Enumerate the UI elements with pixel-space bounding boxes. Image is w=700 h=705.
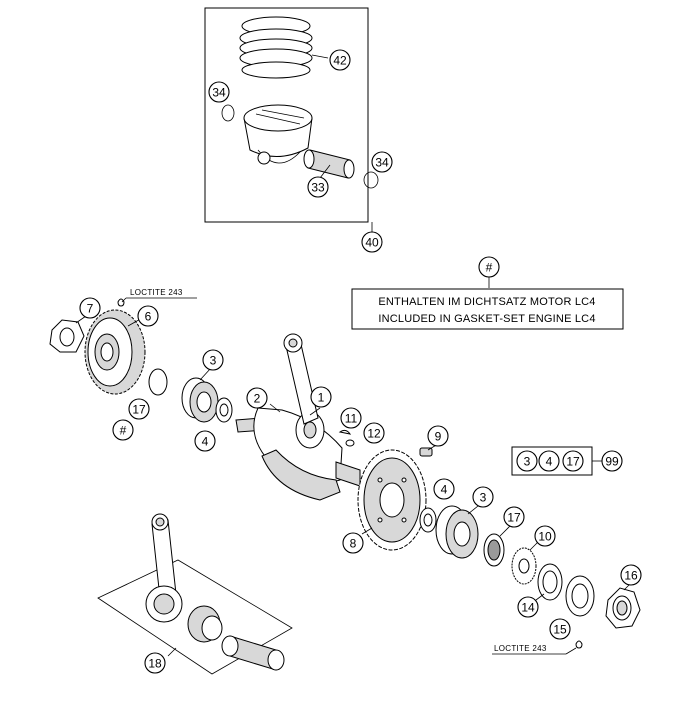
svg-text:LOCTITE 243: LOCTITE 243 xyxy=(130,288,183,297)
piston-rings xyxy=(239,16,329,79)
svg-text:4: 4 xyxy=(546,455,553,469)
callout-15: 15 xyxy=(549,618,571,640)
bearing-3-right xyxy=(435,505,479,559)
svg-text:6: 6 xyxy=(145,310,152,324)
callout-4-left: 4 xyxy=(194,430,216,452)
crankshaft xyxy=(235,403,361,501)
note-line-en: INCLUDED IN GASKET-SET ENGINE LC4 xyxy=(378,313,595,325)
callout-99: 99 xyxy=(601,450,623,472)
svg-text:12: 12 xyxy=(367,427,381,441)
bearing-3-left xyxy=(181,367,219,423)
circlip-left xyxy=(221,104,235,122)
washer-left xyxy=(148,368,168,396)
piston-pin xyxy=(303,149,355,179)
callout-6: 6 xyxy=(137,305,159,327)
svg-text:4: 4 xyxy=(202,435,209,449)
gear-10 xyxy=(511,539,541,585)
svg-text:#: # xyxy=(486,261,493,275)
svg-text:18: 18 xyxy=(148,657,162,671)
svg-text:17: 17 xyxy=(132,403,146,417)
svg-text:1: 1 xyxy=(318,391,325,405)
callout-11: 11 xyxy=(340,407,362,429)
svg-text:34: 34 xyxy=(375,156,389,170)
loctite-drop-bottom xyxy=(575,640,583,649)
svg-text:8: 8 xyxy=(350,537,357,551)
callout-16: 16 xyxy=(620,564,642,586)
svg-text:99: 99 xyxy=(605,455,619,469)
washer-14 xyxy=(535,563,563,601)
svg-text:11: 11 xyxy=(345,412,358,426)
callout-7: 7 xyxy=(79,297,101,319)
callout-12: 12 xyxy=(363,422,385,444)
svg-text:15: 15 xyxy=(553,623,567,637)
kit-group: 3 4 17 xyxy=(511,446,602,476)
gasket-set-note: ENTHALTEN IM DICHTSATZ MOTOR LC4 INCLUDE… xyxy=(351,288,624,330)
gear-6 xyxy=(84,309,146,395)
callout-18: 18 xyxy=(144,652,166,674)
svg-text:3: 3 xyxy=(480,491,487,505)
nut-16 xyxy=(605,583,641,629)
pin-12 xyxy=(345,439,355,447)
svg-text:14: 14 xyxy=(521,601,535,615)
callout-34-left: 34 xyxy=(208,81,230,103)
callout-8: 8 xyxy=(342,532,364,554)
svg-text:40: 40 xyxy=(365,236,379,250)
callout-2: 2 xyxy=(246,387,268,409)
svg-text:2: 2 xyxy=(254,392,261,406)
washer-large-right xyxy=(565,575,595,617)
callout-17-left: 17 xyxy=(128,398,150,420)
svg-text:9: 9 xyxy=(435,430,442,444)
callout-hash-left: # xyxy=(112,419,134,441)
svg-text:3: 3 xyxy=(524,455,531,469)
callout-33: 33 xyxy=(307,176,329,198)
con-rod xyxy=(283,333,321,425)
svg-text:16: 16 xyxy=(624,569,638,583)
svg-text:17: 17 xyxy=(507,511,521,525)
piston-kit-box xyxy=(204,7,373,232)
callout-1: 1 xyxy=(310,386,332,408)
svg-text:10: 10 xyxy=(538,530,552,544)
svg-text:42: 42 xyxy=(333,54,347,68)
callout-9: 9 xyxy=(427,425,449,447)
primary-gear-8 xyxy=(357,449,427,551)
svg-text:4: 4 xyxy=(441,483,448,497)
svg-text:33: 33 xyxy=(311,181,325,195)
loctite-drop-top xyxy=(117,298,125,307)
nut-7 xyxy=(49,315,87,353)
callout-4-right: 4 xyxy=(433,478,455,500)
callout-3-right: 3 xyxy=(472,486,494,508)
conrod-kit-18 xyxy=(97,513,293,675)
piston xyxy=(243,104,313,165)
callout-3-left: 3 xyxy=(202,349,224,371)
svg-text:#: # xyxy=(120,424,127,438)
svg-text:34: 34 xyxy=(212,86,226,100)
callout-10: 10 xyxy=(534,525,556,547)
callout-17-right: 17 xyxy=(503,506,525,528)
shim-4-right xyxy=(419,507,437,533)
callout-14: 14 xyxy=(517,596,539,618)
callout-34-right: 34 xyxy=(371,151,393,173)
loctite-label-bottom: LOCTITE 243 xyxy=(492,644,577,655)
note-line-de: ENTHALTEN IM DICHTSATZ MOTOR LC4 xyxy=(378,296,595,308)
callout-40: 40 xyxy=(361,231,383,253)
seal-17-right xyxy=(483,525,511,567)
svg-text:3: 3 xyxy=(210,354,217,368)
loctite-label-top: LOCTITE 243 xyxy=(121,288,197,303)
svg-text:LOCTITE 243: LOCTITE 243 xyxy=(494,644,547,653)
svg-text:7: 7 xyxy=(87,302,94,316)
circlip-right xyxy=(363,171,379,189)
shim-4-left xyxy=(215,397,233,423)
callout-42: 42 xyxy=(329,49,351,71)
woodruff-key-11 xyxy=(338,429,352,435)
callout-hash-top: # xyxy=(478,256,500,288)
svg-text:17: 17 xyxy=(566,455,580,469)
